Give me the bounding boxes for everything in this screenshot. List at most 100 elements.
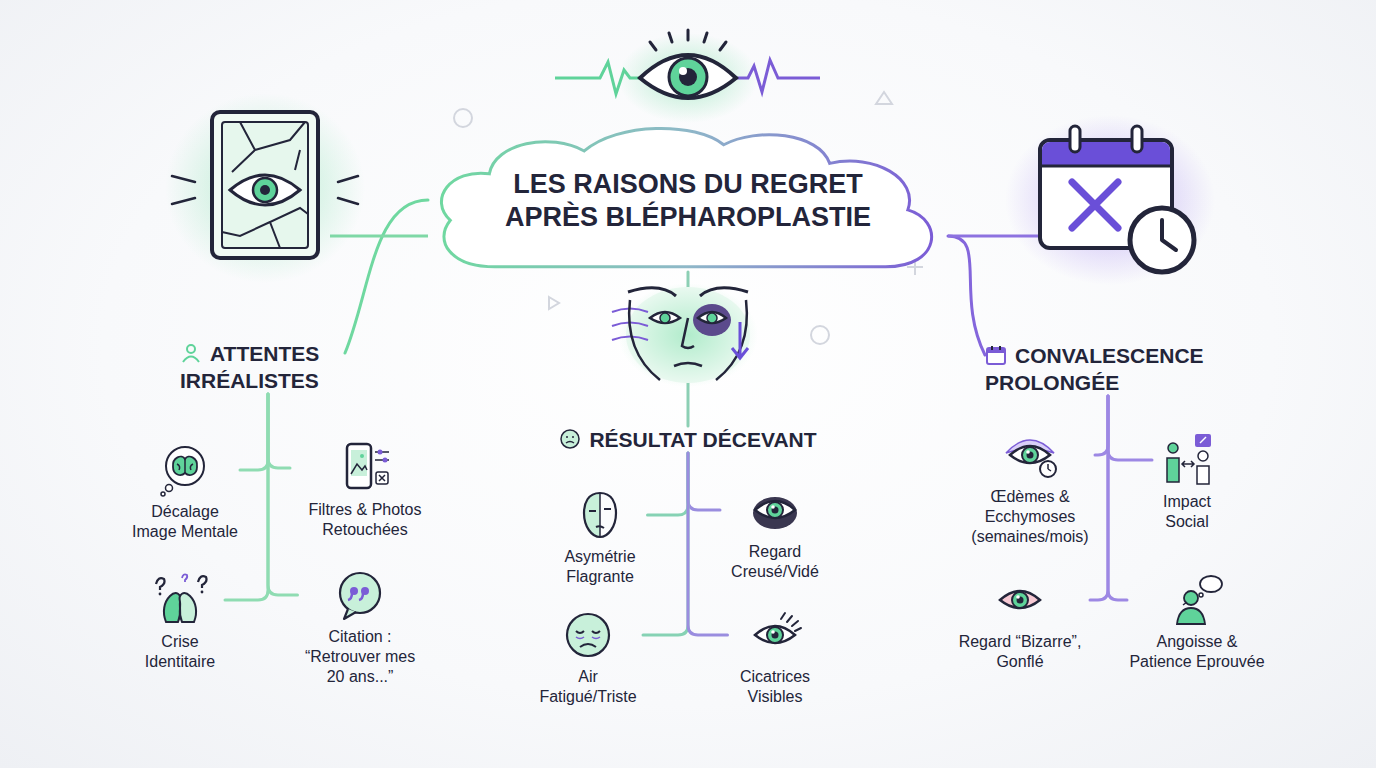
- icon-part: [187, 345, 195, 353]
- icon-part: [992, 346, 1000, 350]
- category-text: RÉSULTAT DÉCEVANT: [559, 426, 816, 453]
- mirror-icon-part: [260, 185, 270, 195]
- icon-part: [1200, 576, 1222, 592]
- category-label: RÉSULTAT DÉCEVANT: [559, 426, 816, 453]
- leaf-item: Œdèmes & Ecchymoses (semaines/mois): [965, 427, 1095, 547]
- icon-part: [561, 430, 579, 448]
- icon-part: [1197, 466, 1209, 484]
- icon: [337, 440, 393, 496]
- connector: [225, 394, 268, 600]
- icon: [152, 572, 208, 628]
- icon: [1169, 572, 1225, 628]
- connector: [1108, 396, 1152, 460]
- icon-part: [351, 450, 367, 476]
- top-eye-part: [618, 33, 758, 123]
- calendar-icon-part: [1042, 142, 1170, 165]
- icon-part: [1184, 591, 1198, 605]
- icon: [332, 567, 388, 623]
- title-cloud: LES RAISONS DU REGRET APRÈS BLÉPHAROPLAS…: [428, 122, 948, 272]
- icon: [747, 607, 803, 663]
- top-eye: [555, 30, 820, 123]
- connector: [1108, 396, 1127, 600]
- icon: [157, 442, 213, 498]
- icon-part: [173, 457, 197, 475]
- icon-part: [572, 436, 574, 438]
- item-text: Crise Identitaire: [135, 632, 225, 672]
- icon-part: [576, 631, 600, 647]
- category-text: ATTENTES IRRÉALISTES: [180, 340, 345, 394]
- icon-part: [1167, 458, 1179, 482]
- item-text: Impact Social: [1152, 492, 1222, 532]
- icon-part: [379, 475, 385, 481]
- face-icon-part: [682, 318, 694, 348]
- icon-part: [567, 614, 609, 656]
- icon-part: [584, 493, 616, 537]
- top-eye-part: [679, 68, 697, 86]
- calendar-icon-part: [1005, 115, 1215, 285]
- face-icon-part: [707, 313, 717, 323]
- connector: [268, 394, 298, 595]
- connector: [688, 453, 728, 635]
- icon-part: [180, 593, 196, 622]
- icon-part: [987, 348, 1005, 353]
- connector: [240, 394, 268, 470]
- icon-part: [347, 444, 371, 488]
- icon-part: [159, 593, 162, 596]
- category-label: CONVALESCENCE PROLONGÉE: [985, 342, 1220, 396]
- icon-part: [1183, 602, 1187, 605]
- mirror-icon-part: [230, 175, 300, 205]
- title-text: LES RAISONS DU REGRET APRÈS BLÉPHAROPLAS…: [488, 168, 888, 234]
- mirror-icon-part: [330, 235, 428, 238]
- icon-part: [161, 492, 165, 496]
- item-text: Filtres & Photos Retouchées: [290, 500, 440, 540]
- leaf-item: Air Fatigué/Triste: [533, 607, 643, 707]
- icon-part: [156, 576, 207, 590]
- top-eye-part: [736, 60, 820, 92]
- face-icon-part: [732, 322, 748, 358]
- calendar-icon-part: [1130, 208, 1194, 272]
- decor-shapes-part: [811, 326, 829, 344]
- top-eye-part: [640, 55, 736, 98]
- icon-part: [576, 637, 600, 639]
- icon-part: [1177, 608, 1205, 624]
- icon-part: [1182, 461, 1194, 467]
- connector: [268, 394, 290, 468]
- calendar-icon-part: [948, 235, 1040, 238]
- face-icon-part: [660, 313, 670, 323]
- item-text: Œdèmes & Ecchymoses (semaines/mois): [965, 487, 1095, 547]
- calendar-icon-part: [1070, 126, 1080, 152]
- icon-part: [566, 436, 568, 438]
- icon-part: [344, 609, 356, 619]
- icon-part: [767, 627, 783, 643]
- icon: [180, 342, 202, 364]
- top-eye-part: [650, 30, 726, 50]
- connector: [643, 453, 688, 635]
- icon-part: [771, 630, 775, 634]
- connector: [688, 453, 720, 510]
- leaf-item: Citation : “Retrouver mes 20 ans...”: [298, 567, 423, 687]
- item-text: Décalage Image Mentale: [130, 502, 240, 542]
- face-icon-part: [628, 288, 748, 296]
- decor-shapes-part: [876, 92, 892, 104]
- icon-part: [599, 493, 601, 537]
- calendar-icon-part: [1132, 126, 1142, 152]
- connector: [1095, 396, 1108, 455]
- calendar-icon: [948, 115, 1215, 285]
- decor-shapes-part: [549, 297, 559, 309]
- leaf-item: Filtres & Photos Retouchées: [290, 440, 440, 540]
- icon-part: [755, 626, 795, 643]
- icon-part: [1026, 450, 1030, 454]
- face-icon-part: [693, 304, 731, 336]
- icon-part: [348, 593, 352, 600]
- icon-part: [1010, 446, 1050, 463]
- icon-part: [378, 450, 383, 455]
- item-text: Regard “Bizarre”, Gonflé: [950, 632, 1090, 672]
- icon: [1159, 432, 1215, 488]
- calendar-icon-part: [1072, 182, 1118, 228]
- calendar-icon-part: [1162, 220, 1176, 250]
- icon-part: [1198, 451, 1208, 461]
- leaf-item: Cicatrices Visibles: [728, 607, 823, 707]
- icon-part: [1000, 591, 1040, 608]
